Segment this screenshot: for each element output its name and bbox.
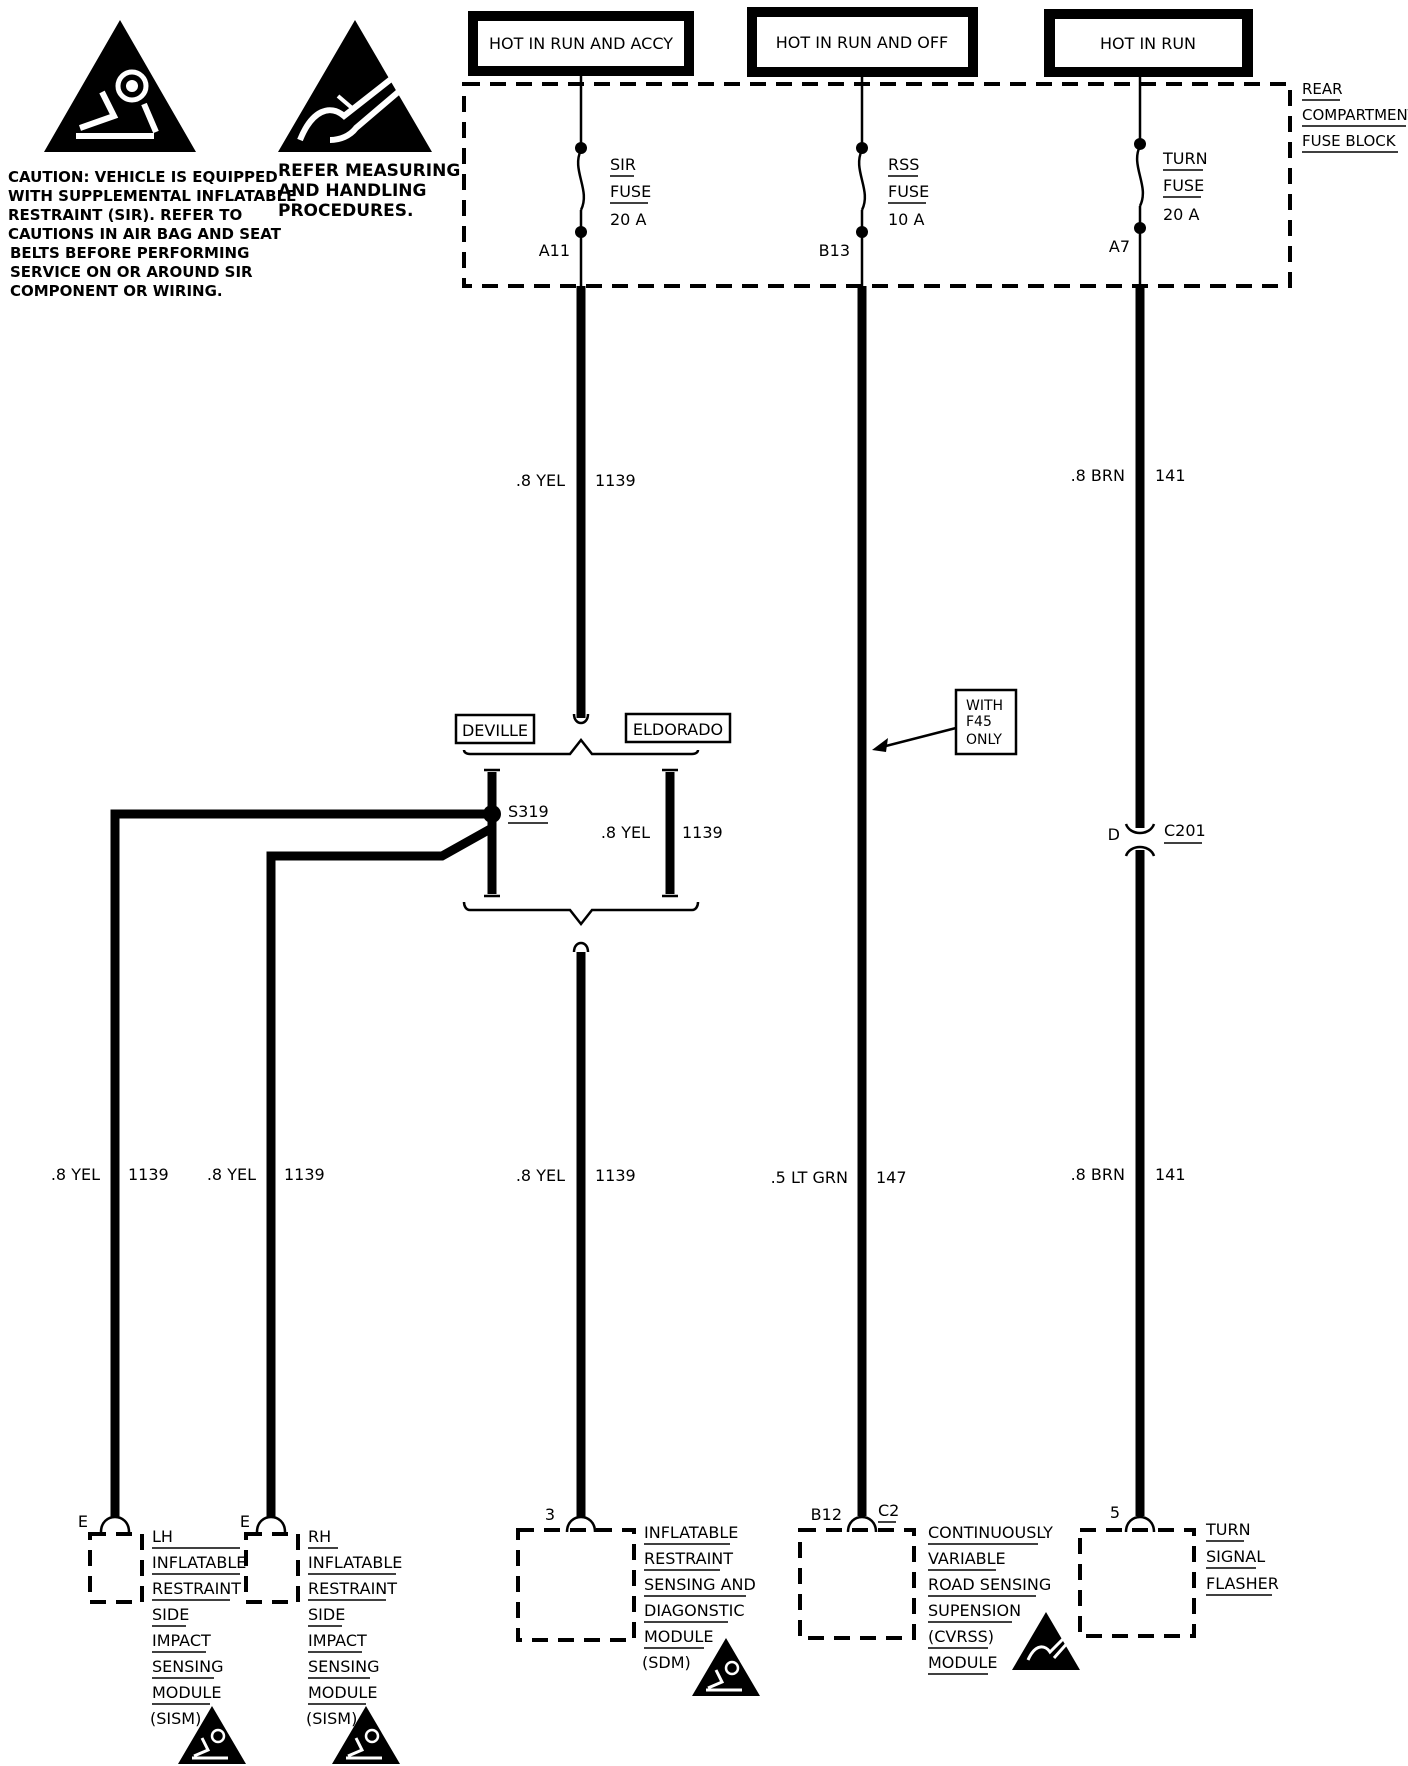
esd-caution-icon <box>278 20 432 152</box>
svg-text:HOT IN RUN AND ACCY: HOT IN RUN AND ACCY <box>489 34 673 53</box>
svg-text:RSS: RSS <box>888 155 919 174</box>
turn-signal-flasher: 5 TURN SIGNAL FLASHER <box>1078 1503 1279 1638</box>
svg-text:E: E <box>78 1512 88 1531</box>
svg-text:20 A: 20 A <box>1163 205 1199 224</box>
svg-text:DEVILLE: DEVILLE <box>462 721 528 740</box>
svg-text:HOT IN RUN AND OFF: HOT IN RUN AND OFF <box>776 33 948 52</box>
svg-text:TURN: TURN <box>1162 149 1208 168</box>
svg-text:147: 147 <box>876 1168 907 1187</box>
svg-text:A7: A7 <box>1109 237 1130 256</box>
svg-text:CONTINUOUSLY VARIABLE: CONTINUOUSLY VARIABLE ROAD SENSING SUPEN… <box>928 1523 1058 1672</box>
sdm-module: 3 INFLATABLE RESTRAINT SENSING AND DIAGO… <box>516 1505 761 1672</box>
svg-text:FUSE: FUSE <box>610 182 651 201</box>
cvrss-esd-caution-icon <box>1010 1610 1082 1672</box>
svg-text:FUSE: FUSE <box>1163 176 1204 195</box>
svg-text:1139: 1139 <box>682 823 723 842</box>
connector-c201: D C201 <box>1108 821 1206 857</box>
svg-text:1139: 1139 <box>284 1165 325 1184</box>
variant-eldorado: ELDORADO <box>624 712 732 744</box>
svg-text:10 A: 10 A <box>888 210 924 229</box>
svg-text:.8 BRN: .8 BRN <box>1071 466 1125 485</box>
svg-text:.5 LT GRN: .5 LT GRN <box>771 1168 848 1187</box>
svg-text:C201: C201 <box>1164 821 1206 840</box>
svg-text:LH INFLATABLE REST: LH INFLATABLE RESTRAINT SIDE IMPACT SENS… <box>150 1527 251 1728</box>
svg-text:S319: S319 <box>508 802 549 821</box>
svg-text:A11: A11 <box>539 241 570 260</box>
svg-text:1139: 1139 <box>595 1166 636 1185</box>
variant-deville: DEVILLE <box>454 713 536 745</box>
fuse-sir: SIR FUSE 20 A A11 <box>539 76 651 286</box>
sdm-airbag-caution-icon <box>690 1636 762 1698</box>
svg-text:SIR: SIR <box>610 155 636 174</box>
svg-text:.8 BRN: .8 BRN <box>1071 1165 1125 1184</box>
airbag-caution-icon <box>44 20 196 152</box>
power-source-1: HOT IN RUN AND ACCY <box>468 11 694 76</box>
svg-text:5: 5 <box>1110 1503 1120 1522</box>
cvrss-module: B12 C2 CONTINUOUSLY VARIABLE ROAD SENSIN… <box>798 1501 1058 1675</box>
svg-text:B13: B13 <box>819 241 850 260</box>
svg-text:141: 141 <box>1155 1165 1186 1184</box>
power-source-2: HOT IN RUN AND OFF <box>747 7 978 77</box>
svg-text:.8 YEL: .8 YEL <box>51 1165 100 1184</box>
wire-rh <box>266 824 495 1518</box>
fuse-turn: TURN FUSE 20 A A7 <box>1109 76 1208 286</box>
svg-text:TURN SIGNAL FLASHE: TURN SIGNAL FLASHER <box>1205 1520 1279 1593</box>
fuse-block-outline <box>462 82 1292 288</box>
svg-text:20 A: 20 A <box>610 210 646 229</box>
svg-text:RH INFLATABLE REST: RH INFLATABLE RESTRAINT SIDE IMPACT SENS… <box>306 1527 407 1728</box>
svg-text:FUSE: FUSE <box>888 182 929 201</box>
svg-text:WITH F45 ONLY: WITH F45 ONLY <box>966 698 1008 748</box>
sir-caution-text: CAUTION: VEHICLE IS EQUIPPED WITH SUPPLE… <box>8 168 302 300</box>
svg-text:INFLATABLE RESTRAINT: INFLATABLE RESTRAINT SENSING AND DIAGONS… <box>642 1523 761 1672</box>
svg-text:.8 YEL: .8 YEL <box>516 471 565 490</box>
rh-sism-module: E RH INFLATABLE RESTRAINT SIDE IMPACT SE… <box>240 1512 407 1728</box>
svg-text:.8 YEL: .8 YEL <box>516 1166 565 1185</box>
esd-caution-text: REFER MEASURING AND HANDLING PROCEDURES. <box>278 161 466 221</box>
svg-text:.8 YEL: .8 YEL <box>601 823 650 842</box>
svg-text:HOT IN RUN: HOT IN RUN <box>1100 34 1196 53</box>
lh-sism-module: E LH INFLATABLE RESTRAINT SIDE IMPACT SE… <box>78 1512 251 1728</box>
fuse-block-label: REAR COMPARTMENT FUSE BLOCK <box>1302 80 1408 150</box>
svg-text:B12: B12 <box>811 1505 842 1524</box>
wire-lh <box>110 809 492 1518</box>
svg-text:E: E <box>240 1512 250 1531</box>
svg-text:1139: 1139 <box>128 1165 169 1184</box>
svg-text:C2: C2 <box>878 1501 899 1520</box>
svg-text:3: 3 <box>545 1505 555 1524</box>
power-source-3: HOT IN RUN <box>1044 9 1253 77</box>
option-note: WITH F45 ONLY <box>872 688 1018 756</box>
fuse-rss: RSS FUSE 10 A B13 <box>819 76 929 286</box>
svg-text:141: 141 <box>1155 466 1186 485</box>
svg-text:ELDORADO: ELDORADO <box>633 720 723 739</box>
svg-text:1139: 1139 <box>595 471 636 490</box>
svg-text:D: D <box>1108 825 1120 844</box>
svg-text:.8 YEL: .8 YEL <box>207 1165 256 1184</box>
